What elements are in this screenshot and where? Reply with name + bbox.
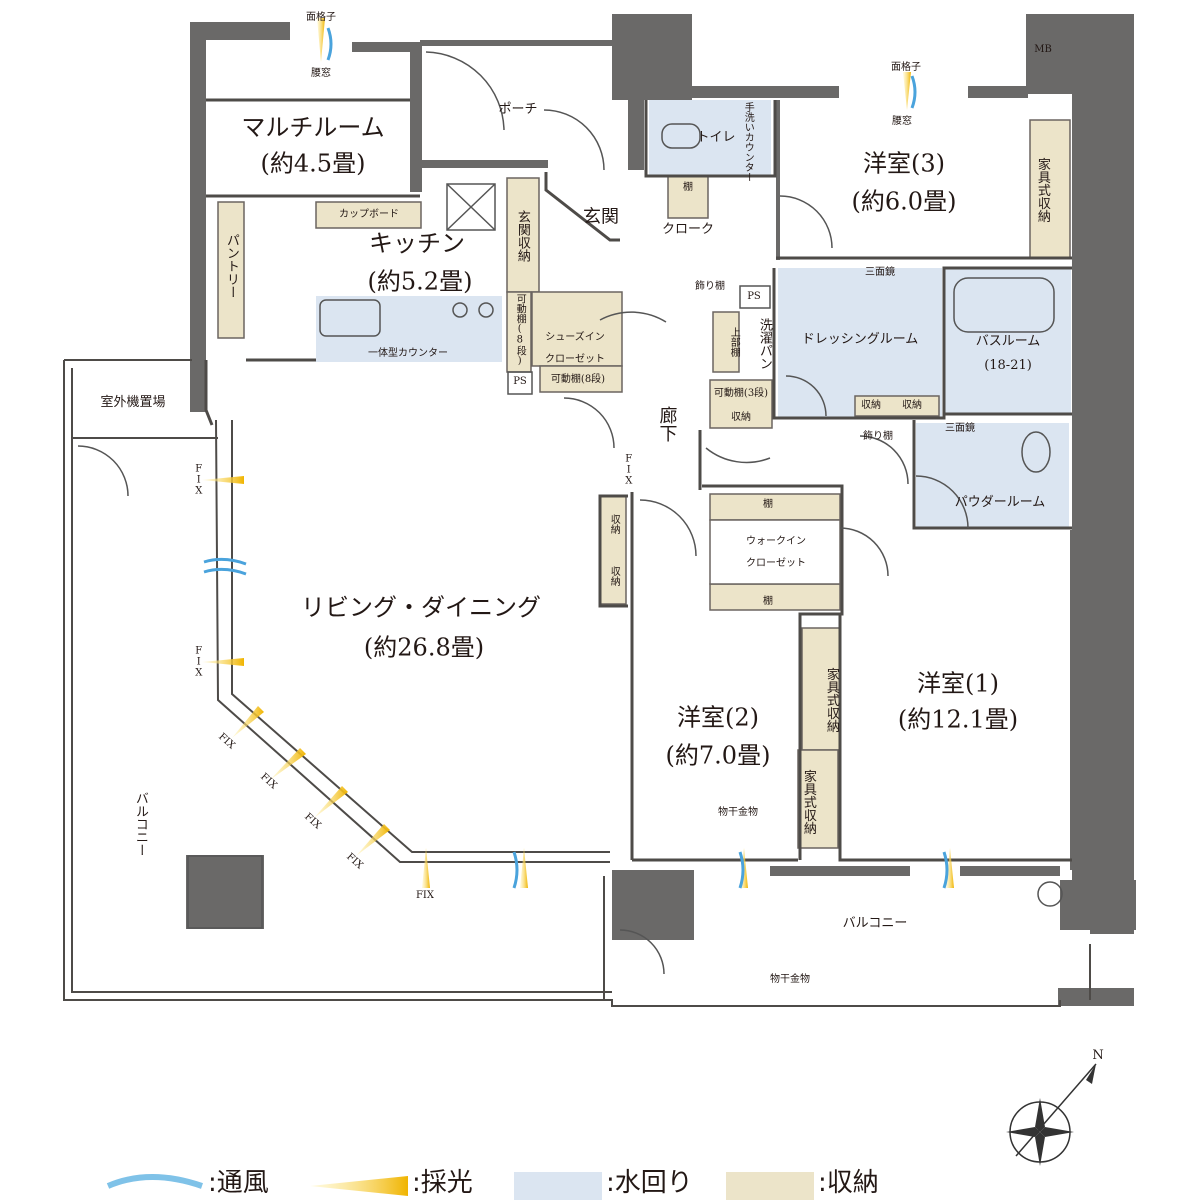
light-markers	[202, 18, 954, 888]
corridor-label: 廊下	[656, 406, 678, 442]
wic-shelf-label-bottom: 棚	[763, 595, 773, 607]
storage-label-hall: 収納	[731, 411, 751, 423]
storage-areas	[217, 119, 1071, 849]
kitchen-size: (約5.2畳)	[367, 267, 473, 296]
storage-label-living-1: 収納	[608, 514, 620, 534]
balcony-label-west: バルコニー	[132, 791, 148, 857]
light-icon	[310, 1176, 408, 1196]
furniture-storage-label-room2: 家具式収納	[800, 769, 816, 835]
walk-in-closet-label-2: クローゼット	[746, 557, 806, 569]
wic-shelf-label-top: 棚	[763, 498, 773, 510]
multi-room-name: マルチルーム	[241, 113, 385, 142]
hoshi-kanamono-label-room2: 物干金物	[718, 806, 758, 818]
cloak-label: クローク	[661, 222, 715, 238]
legend-wind-label: :通風	[208, 1167, 269, 1198]
balcony-label-south: バルコニー	[842, 916, 908, 932]
cupboard-label: カップボード	[339, 208, 399, 220]
wind-markers	[203, 27, 949, 889]
adjustable-shelf-8v-label: 可動棚(8段)	[514, 293, 526, 367]
kitchen-name: キッチン	[369, 229, 465, 258]
hoshi-kanamono-label-balcony: 物干金物	[770, 973, 810, 985]
living-windows	[63, 359, 1091, 1007]
menkoushi-label-1: 面格子	[306, 11, 336, 23]
legend-storage-label: :収納	[818, 1167, 879, 1198]
genkan-label: 玄関	[583, 206, 619, 228]
wind-icon	[106, 1174, 203, 1189]
kazari-dana-label-1: 飾り棚	[695, 280, 725, 292]
three-mirror-label-1: 三面鏡	[865, 266, 895, 278]
pantry-label: パントリー	[223, 233, 239, 299]
bathroom-label: バスルーム	[975, 334, 1041, 350]
upper-cabinet-label: 上部棚	[728, 327, 740, 357]
powder-room-label: パウダールーム	[954, 495, 1046, 511]
storage-label-dress-2: 収納	[902, 399, 922, 411]
koshimado-label-1: 腰窓	[311, 67, 331, 79]
room3-size: (約6.0畳)	[851, 187, 957, 216]
cloak-shelf-label: 棚	[683, 181, 693, 193]
living-size: (約26.8畳)	[363, 633, 485, 662]
room2-size: (約7.0畳)	[665, 741, 771, 770]
legend-water: :水回り	[606, 1165, 693, 1198]
fix-label-1: FIX	[193, 463, 205, 497]
storage-swatch	[726, 1172, 814, 1200]
ps-label-genkan: PS	[513, 375, 527, 387]
interior-walls	[204, 98, 1072, 862]
outdoor-unit-label: 室外機置場	[100, 395, 166, 411]
adjustable-shelf-3-label: 可動棚(3段)	[713, 387, 769, 399]
legend-light-label: :採光	[412, 1167, 473, 1198]
fixtures	[187, 123, 1063, 929]
washer-pan-label: 洗濯パン	[756, 318, 772, 370]
storage-label-dress-1: 収納	[861, 399, 881, 411]
menkoushi-label-2: 面格子	[891, 61, 921, 73]
ps-label-hall: PS	[747, 290, 761, 302]
fix-label-corridor: FIX	[623, 453, 635, 487]
multi-room-size: (約4.5畳)	[260, 149, 366, 178]
dressing-room-label: ドレッシングルーム	[801, 332, 919, 348]
porch-label: ポーチ	[498, 102, 538, 118]
door-swings	[77, 51, 969, 975]
koshimado-label-2: 腰窓	[892, 115, 912, 127]
room2-name: 洋室(2)	[677, 703, 759, 732]
legend-light: :採光	[412, 1165, 473, 1198]
shoes-in-closet-label-2: クローゼット	[545, 353, 605, 365]
shoes-in-closet-label-1: シューズイン	[545, 331, 605, 343]
legend-storage: :収納	[818, 1165, 879, 1198]
bath-size-label: (18-21)	[984, 358, 1032, 374]
water-swatch	[514, 1172, 602, 1200]
fix-label-2: FIX	[193, 645, 205, 679]
hand-wash-label: 手洗いカウンター	[742, 102, 754, 182]
compass-icon	[1006, 1063, 1097, 1166]
legend-graphics	[106, 1172, 814, 1200]
room1-size: (約12.1畳)	[897, 705, 1019, 734]
genkan-storage-label: 玄関収納	[514, 210, 530, 262]
room3-name: 洋室(3)	[863, 149, 945, 178]
three-mirror-label-2: 三面鏡	[945, 422, 975, 434]
storage-label-living-2: 収納	[608, 566, 620, 586]
legend-wind: :通風	[208, 1165, 269, 1198]
toilet-label: トイレ	[696, 130, 736, 146]
counter-label: 一体型カウンター	[368, 347, 448, 359]
north-label: N	[1092, 1048, 1104, 1064]
water-areas	[316, 100, 1071, 527]
living-name: リビング・ダイニング	[301, 593, 541, 622]
furniture-storage-label-room3: 家具式収納	[1034, 157, 1050, 223]
room1-name: 洋室(1)	[917, 669, 999, 698]
furniture-storage-label-room1: 家具式収納	[823, 667, 839, 733]
fix-label-7: FIX	[415, 889, 435, 901]
kazari-dana-label-2: 飾り棚	[863, 430, 893, 442]
legend-water-label: :水回り	[606, 1167, 693, 1198]
adjustable-shelf-8-label: 可動棚(8段)	[550, 373, 606, 385]
walk-in-closet-label-1: ウォークイン	[746, 535, 806, 547]
mb-label: MB	[1034, 43, 1052, 55]
